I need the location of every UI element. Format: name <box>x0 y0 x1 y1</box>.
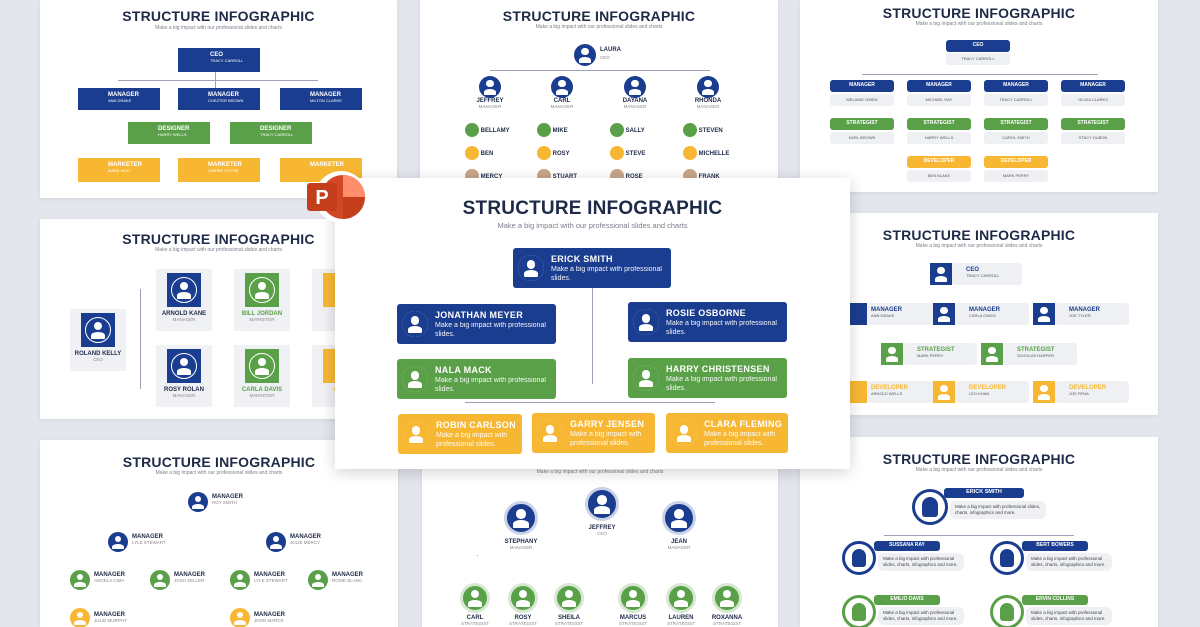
slide-subtitle: Make a big impact with our professional … <box>155 25 282 31</box>
slide-title: STRUCTURE INFOGRAPHIC <box>122 454 316 470</box>
slide-title: STRUCTURE INFOGRAPHIC <box>882 451 1076 467</box>
slide-thumbnail-3[interactable]: STRUCTURE INFOGRAPHIC Make a big impact … <box>800 0 1158 192</box>
slide-thumbnail-2[interactable]: STRUCTURE INFOGRAPHIC Make a big impact … <box>420 0 778 180</box>
featured-subtitle: Make a big impact with our professional … <box>497 221 688 230</box>
featured-title: STRUCTURE INFOGRAPHIC <box>462 198 723 219</box>
slide-title: STRUCTURE INFOGRAPHIC <box>502 8 696 24</box>
slide-title: STRUCTURE INFOGRAPHIC <box>882 227 1076 243</box>
slide-title: STRUCTURE INFOGRAPHIC <box>122 231 315 247</box>
powerpoint-logo-icon: P <box>303 170 369 224</box>
slide-title: STRUCTURE INFOGRAPHIC <box>122 8 315 24</box>
slide-thumbnail-8[interactable]: STRUCTURE INFOGRAPHIC Make a big impact … <box>800 437 1158 627</box>
slide-thumbnail-5[interactable]: STRUCTURE INFOGRAPHIC Make a big impact … <box>800 213 1158 415</box>
slide-title: STRUCTURE INFOGRAPHIC <box>882 5 1076 21</box>
slide-thumbnail-7[interactable]: Make a big impact with our professional … <box>422 455 778 627</box>
svg-text:P: P <box>315 187 328 209</box>
featured-slide: STRUCTURE INFOGRAPHIC Make a big impact … <box>335 178 850 469</box>
slide-thumbnail-6[interactable]: STRUCTURE INFOGRAPHIC Make a big impact … <box>40 440 398 627</box>
slide-thumbnail-1[interactable]: STRUCTURE INFOGRAPHIC Make a big impact … <box>40 0 397 198</box>
